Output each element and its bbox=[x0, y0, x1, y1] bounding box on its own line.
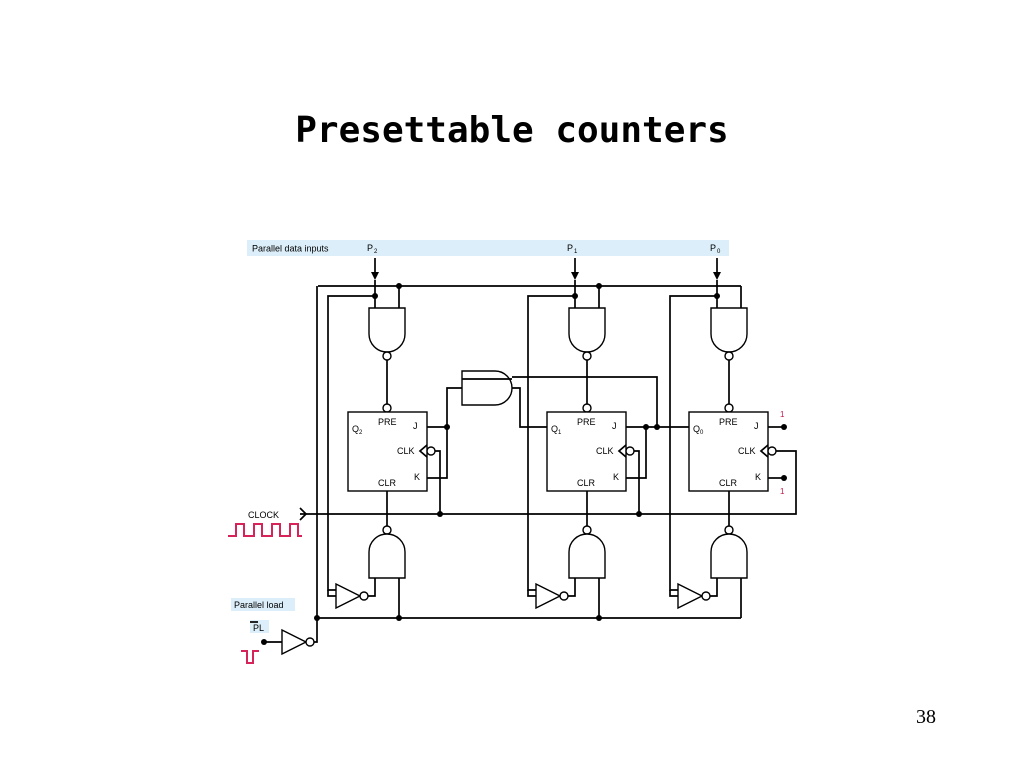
j-constant-label: 1 bbox=[780, 410, 785, 419]
svg-text:2: 2 bbox=[359, 430, 363, 436]
svg-text:Q: Q bbox=[352, 424, 359, 434]
top-load-bus bbox=[316, 285, 741, 618]
preset-nand-gate-0 bbox=[710, 307, 748, 361]
svg-text:Q: Q bbox=[693, 424, 700, 434]
clock-waveform bbox=[228, 523, 302, 537]
preset-nand-gate-2 bbox=[368, 307, 406, 361]
svg-text:0: 0 bbox=[717, 249, 721, 255]
inverter-2 bbox=[335, 583, 369, 609]
svg-text:P: P bbox=[367, 243, 373, 253]
svg-text:CLR: CLR bbox=[577, 478, 596, 488]
and-gate bbox=[461, 370, 513, 406]
pl-inverter bbox=[281, 629, 315, 655]
page-number: 38 bbox=[916, 706, 936, 728]
jk-wiring bbox=[427, 376, 784, 479]
svg-text:1: 1 bbox=[558, 430, 562, 436]
svg-text:PRE: PRE bbox=[577, 417, 596, 427]
pl-label-bg bbox=[250, 620, 269, 633]
clear-nand-gate-0 bbox=[710, 525, 748, 579]
preset-nand-gate-1 bbox=[568, 307, 606, 361]
svg-text:Q: Q bbox=[551, 424, 558, 434]
pl-label: PL bbox=[253, 623, 264, 633]
svg-text:K: K bbox=[414, 472, 420, 482]
clock-label: CLOCK bbox=[248, 510, 279, 520]
parallel-load-label: Parallel load bbox=[234, 600, 284, 610]
svg-text:PRE: PRE bbox=[719, 417, 738, 427]
inverter-0 bbox=[677, 583, 711, 609]
pl-wiring bbox=[264, 618, 318, 643]
parallel-data-inputs-label: Parallel data inputs bbox=[252, 244, 329, 254]
preset-to-pre-wires bbox=[386, 360, 730, 404]
svg-text:0: 0 bbox=[700, 430, 704, 436]
parallel-load-label-bg bbox=[231, 598, 295, 611]
svg-text:CLK: CLK bbox=[738, 446, 756, 456]
svg-text:2: 2 bbox=[374, 249, 378, 255]
svg-text:PRE: PRE bbox=[378, 417, 397, 427]
clear-nand-gate-2 bbox=[368, 525, 406, 579]
inverter-1 bbox=[535, 583, 569, 609]
parallel-load-waveform bbox=[241, 650, 259, 664]
svg-text:CLR: CLR bbox=[378, 478, 397, 488]
input-p2-label: P 2 bbox=[367, 243, 378, 255]
svg-text:CLR: CLR bbox=[719, 478, 738, 488]
svg-text:J: J bbox=[754, 421, 759, 431]
k-constant-label: 1 bbox=[780, 487, 785, 496]
svg-text:CLK: CLK bbox=[596, 446, 614, 456]
pre-bubbles bbox=[382, 403, 734, 413]
clear-wiring bbox=[317, 578, 742, 619]
parallel-data-inputs-bar bbox=[247, 240, 729, 256]
flip-flop-2: PRE J Q 2 CLK K CLR bbox=[347, 411, 428, 492]
svg-text:CLK: CLK bbox=[397, 446, 415, 456]
clr-wires bbox=[386, 491, 730, 526]
svg-text:K: K bbox=[755, 472, 761, 482]
svg-text:J: J bbox=[413, 421, 418, 431]
input-p0-label: P 0 bbox=[710, 243, 721, 255]
clear-nand-gate-1 bbox=[568, 525, 606, 579]
svg-text:P: P bbox=[710, 243, 716, 253]
flip-flop-1: PRE J Q 1 CLK K CLR bbox=[546, 411, 627, 492]
flip-flop-0: PRE J Q 0 CLK K CLR bbox=[688, 411, 769, 492]
svg-text:P: P bbox=[567, 243, 573, 253]
svg-text:J: J bbox=[612, 421, 617, 431]
input-arrows bbox=[371, 258, 721, 280]
input-p1-label: P 1 bbox=[567, 243, 578, 255]
slide-title: Presettable counters bbox=[295, 110, 729, 151]
clock-line bbox=[299, 450, 797, 521]
svg-text:K: K bbox=[613, 472, 619, 482]
svg-text:1: 1 bbox=[574, 249, 578, 255]
